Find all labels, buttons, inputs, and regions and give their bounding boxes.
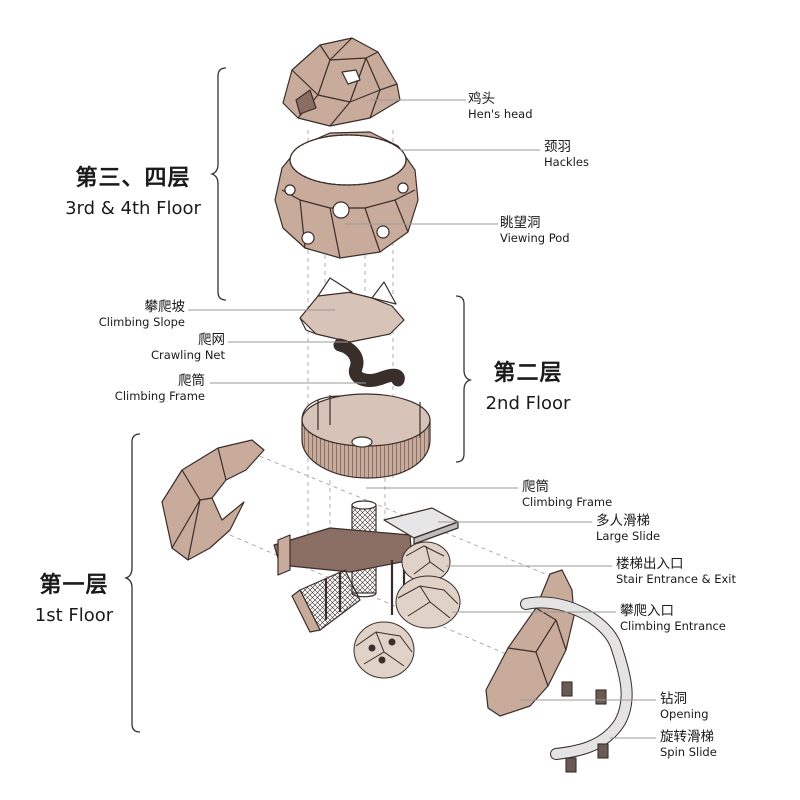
callout-viewing-pod: 眺望洞 Viewing Pod [500,216,570,246]
callout-large-slide: 多人滑梯 Large Slide [596,514,660,544]
floor-second-zh: 第二层 [493,361,563,386]
floor-upper-zh: 第三、四层 [75,166,191,191]
hens-head-zh: 鸡头 [468,91,495,107]
hens-head-en: Hen's head [468,107,533,121]
climbing-slope-zh: 攀爬坡 [144,299,186,315]
climbing-slope-en: Climbing Slope [98,315,185,329]
second-floor-disc [301,393,431,479]
climbing-frame-2f-en: Climbing Frame [114,389,205,403]
opening-zh: 钻洞 [660,691,687,707]
large-slide-en: Large Slide [596,529,661,543]
floor-upper-en: 3rd & 4th Floor [65,198,201,219]
hackles-ring [274,131,419,259]
spin-slide-zh: 旋转滑梯 [660,729,714,745]
stair-entrance-en: Stair Entrance & Exit [616,572,737,586]
callout-hens-head: 鸡头 Hen's head [468,92,533,122]
left-shell [161,439,265,561]
spin-slide-en: Spin Slide [660,745,717,759]
callout-climbing-slope: 攀爬坡 Climbing Slope [60,300,185,330]
hens-head-dome [282,37,401,127]
hackles-zh: 颈羽 [544,139,571,155]
pods [353,541,461,679]
floor-label-upper: 第三、四层 3rd & 4th Floor [58,160,208,219]
viewing-pod-en: Viewing Pod [500,231,570,245]
climbing-frame-2f-zh: 爬筒 [178,373,205,389]
climbing-slope-platform [299,277,405,343]
floor-label-second: 第二层 2nd Floor [476,355,580,414]
floor-brackets [123,67,473,733]
crawling-net-en: Crawling Net [150,348,225,362]
callout-spin-slide: 旋转滑梯 Spin Slide [660,730,717,760]
central-platforms [273,527,413,633]
hackles-en: Hackles [544,155,589,169]
climbing-frame-1f-zh: 爬筒 [522,479,549,495]
floor-second-en: 2nd Floor [485,393,571,414]
callout-stair-entrance: 楼梯出入口 Stair Entrance & Exit [616,557,736,587]
floor-first-en: 1st Floor [34,605,114,626]
climbing-entrance-en: Climbing Entrance [620,619,726,633]
climbing-frame-1f-en: Climbing Frame [522,495,613,509]
crawling-net-zh: 爬网 [198,332,225,348]
stair-entrance-zh: 楼梯出入口 [616,556,684,572]
large-slide-zh: 多人滑梯 [596,513,650,529]
viewing-pod-zh: 眺望洞 [500,215,541,231]
crawling-net-tube [333,338,405,387]
leader-lines [188,99,656,739]
callout-crawling-net: 爬网 Crawling Net [100,333,225,363]
floor-label-first: 第一层 1st Floor [22,567,126,626]
callout-climbing-frame-2f: 爬筒 Climbing Frame [80,374,205,404]
climbing-entrance-zh: 攀爬入口 [620,603,674,619]
callout-climbing-entrance: 攀爬入口 Climbing Entrance [620,604,726,634]
right-shell [485,569,575,717]
callout-opening: 钻洞 Opening [660,692,709,722]
spin-slide [520,596,633,773]
opening-en: Opening [660,707,709,721]
callout-hackles: 颈羽 Hackles [544,140,589,170]
callout-climbing-frame-1f: 爬筒 Climbing Frame [522,480,612,510]
floor-first-zh: 第一层 [39,573,109,598]
